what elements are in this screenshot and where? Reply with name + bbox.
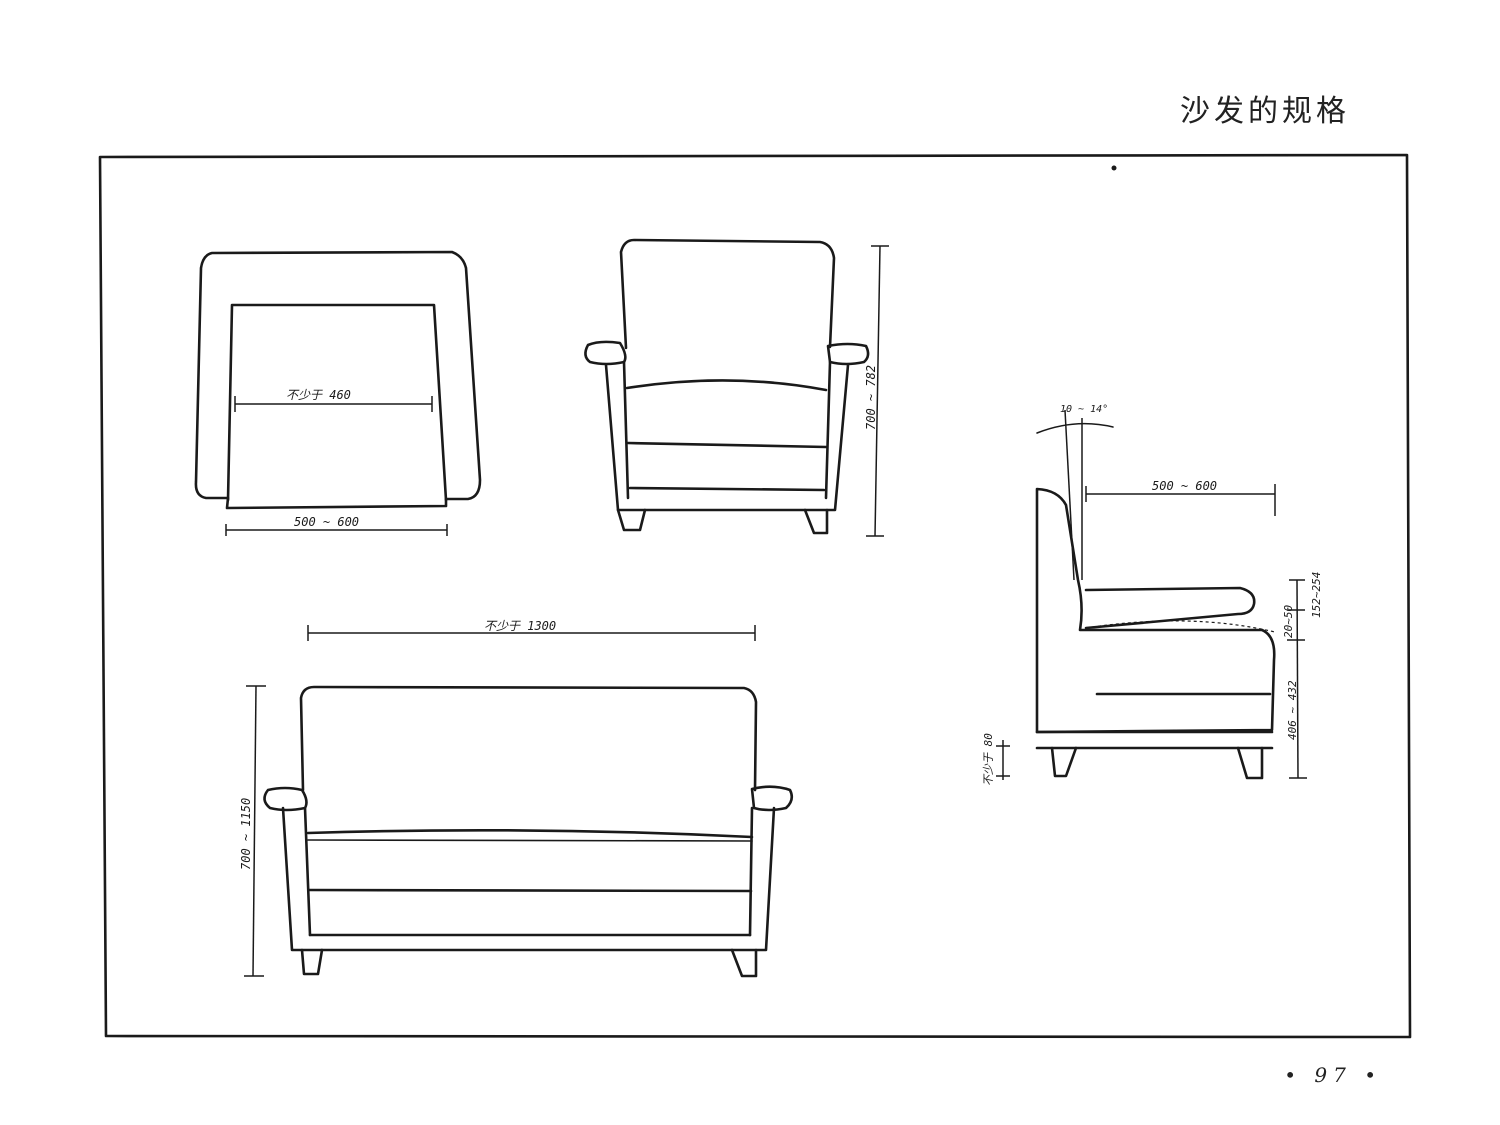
side-view: 10 ~ 14° 500 ~ 600 152~254 20~50 406 ~ 4…	[982, 404, 1323, 786]
page-title: 沙发的规格	[1180, 94, 1350, 129]
side-base-label: 不少于 80	[982, 733, 995, 786]
front-view-chair: 700 ~ 782	[584, 238, 889, 537]
frame-dot	[1111, 165, 1117, 171]
side-seat-depth-label: 500 ~ 600	[1152, 479, 1217, 493]
plan-width-label: 不少于 460	[286, 388, 351, 402]
sofa-width-label: 不少于 1300	[484, 619, 556, 633]
sofa-height-label: 700 ~ 1150	[239, 798, 253, 870]
plan-depth-label: 500 ~ 600	[294, 515, 359, 529]
side-cushion-label: 20~50	[1282, 605, 1295, 638]
front-view-sofa: 不少于 1300 700 ~ 1150	[239, 619, 794, 978]
plan-view: 不少于 460 500 ~ 600	[194, 250, 482, 536]
chair-height-label: 700 ~ 782	[864, 365, 878, 430]
side-arm-height-label: 152~254	[1310, 572, 1323, 618]
side-angle-label: 10 ~ 14°	[1060, 404, 1108, 415]
page-number: • 97 •	[1284, 1063, 1382, 1087]
side-seat-height-label: 406 ~ 432	[1286, 680, 1299, 740]
drawing-frame	[98, 153, 1412, 1039]
